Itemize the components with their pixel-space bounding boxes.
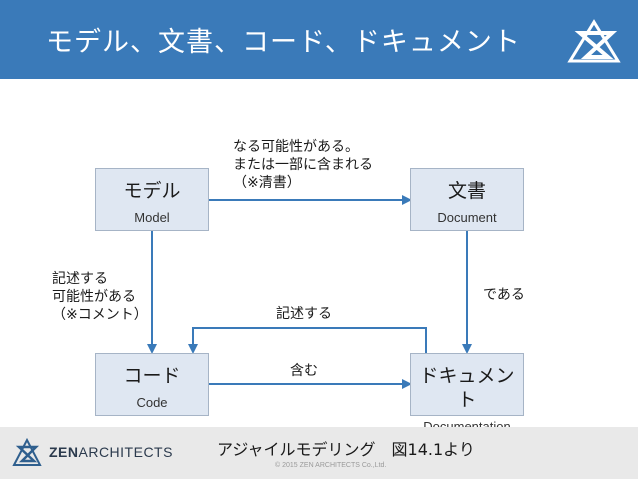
edge-label-documentation-to-code: 記述する	[276, 306, 332, 322]
node-model-subtitle: Model	[134, 210, 170, 225]
node-code: コード Code	[95, 353, 209, 416]
node-documentation: ドキュメント Documentation	[410, 353, 524, 434]
node-code-subtitle: Code	[136, 395, 168, 410]
footer-brand: ZENARCHITECTS	[49, 444, 173, 460]
edge-label-code-to-documentation: 含む	[290, 363, 318, 379]
node-document: 文書 Document	[410, 168, 524, 231]
node-code-title: コード	[123, 365, 181, 387]
footer-caption: アジャイルモデリング 図14.1より	[217, 440, 475, 459]
arrow-documentation-to-code	[188, 327, 427, 354]
edge-label-model-to-code: 記述する 可能性がある （※コメント）	[52, 271, 148, 323]
edge-label-document-to-documentation: である	[483, 287, 525, 303]
zenarchitects-logo-icon	[12, 437, 42, 466]
header-bar: モデル、文書、コード、ドキュメント	[0, 0, 638, 79]
footer-copyright: © 2015 ZEN ARCHITECTS Co.,Ltd.	[275, 462, 387, 469]
edge-label-model-to-document: なる可能性がある。 または一部に含まれる （※清書）	[233, 139, 373, 191]
node-document-subtitle: Document	[437, 210, 497, 225]
node-model-title: モデル	[123, 180, 181, 202]
node-document-title: 文書	[447, 180, 486, 202]
page-title: モデル、文書、コード、ドキュメント	[46, 27, 521, 58]
footer-bar: ZENARCHITECTS アジャイルモデリング 図14.1より © 2015 …	[0, 427, 638, 479]
zen-logo-icon	[567, 19, 621, 63]
diagram-arrows	[147, 195, 472, 389]
node-documentation-title: ドキュメント	[419, 365, 515, 411]
node-model: モデル Model	[95, 168, 209, 231]
